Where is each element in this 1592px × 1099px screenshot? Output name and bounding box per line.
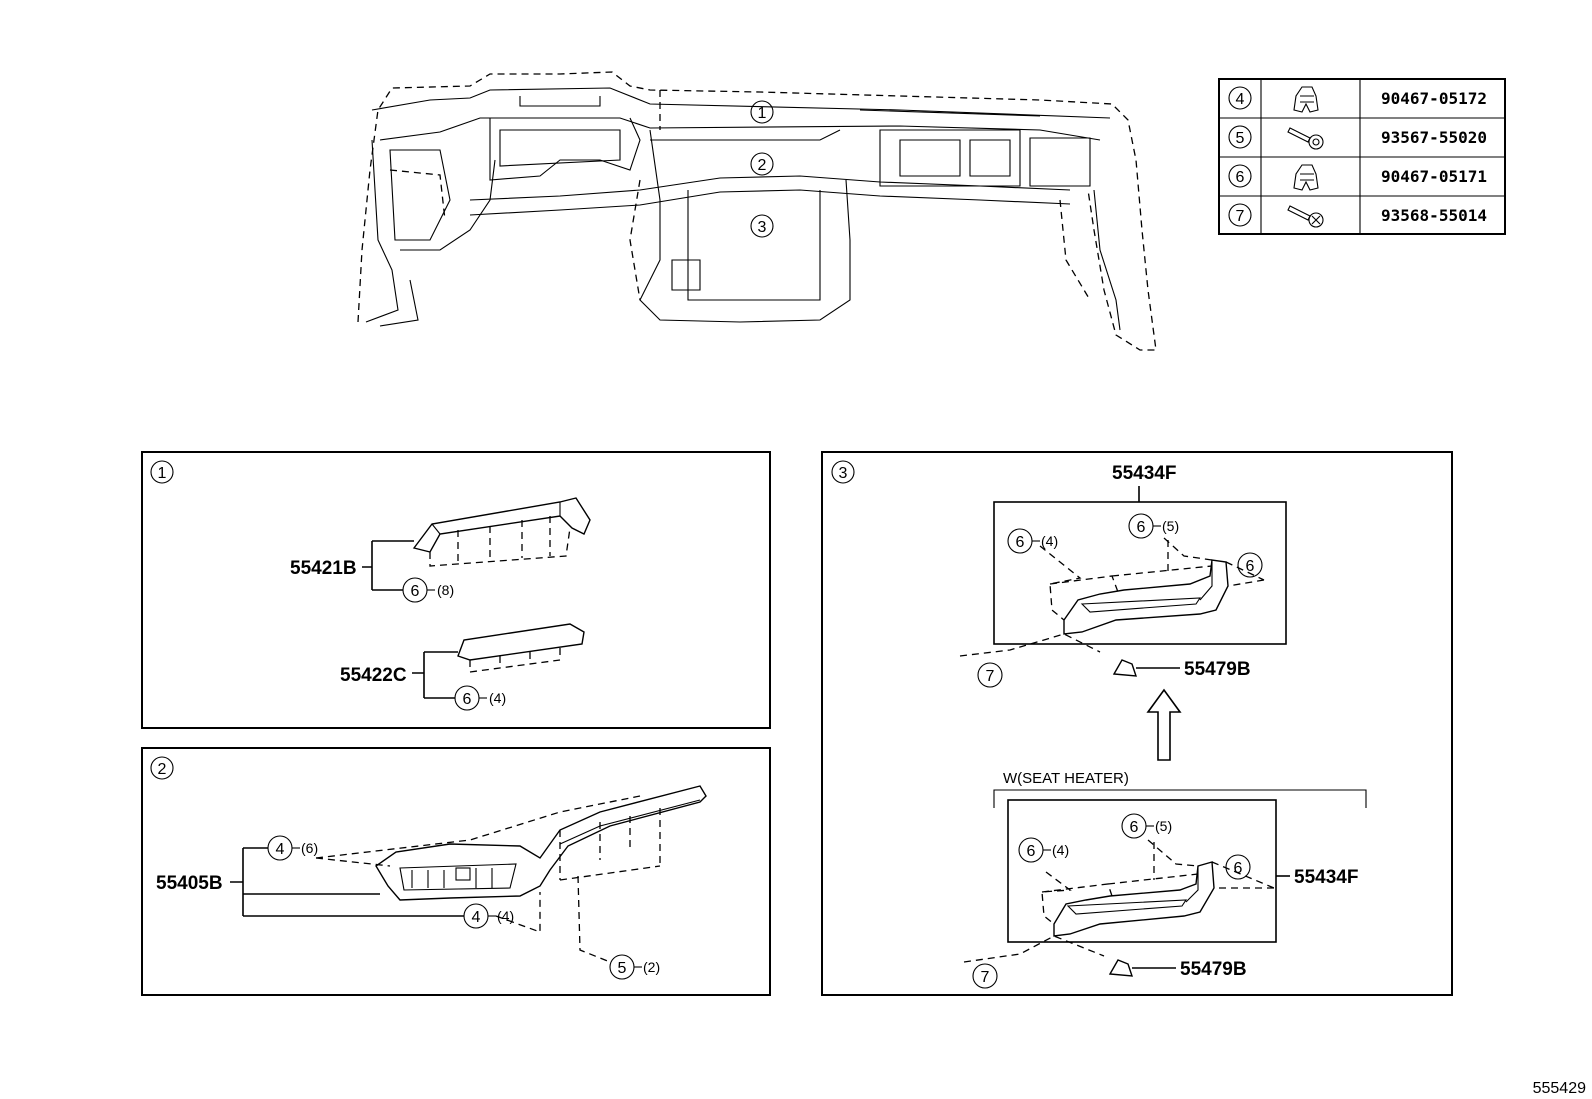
detail-panel-1: 1 [141, 451, 771, 729]
fastener-row-5[interactable]: 5 93567-55020 [1228, 125, 1487, 150]
svg-text:55479B: 55479B [1184, 659, 1251, 680]
svg-text:1: 1 [758, 105, 767, 122]
svg-text:(5): (5) [1155, 818, 1172, 834]
screw-icon [1287, 205, 1324, 228]
svg-text:93568-55014: 93568-55014 [1381, 206, 1487, 225]
clip-icon [1293, 86, 1319, 113]
svg-text:555429: 555429 [1533, 1080, 1586, 1097]
detail-panel-2: 2 [141, 747, 771, 996]
fastener-callout-6-qty4[interactable]: 6 (4) [454, 685, 506, 711]
screw-callout-bottom-7[interactable]: 7 [972, 963, 998, 989]
svg-text:6: 6 [1236, 169, 1245, 186]
cap-55479b-top[interactable]: 55479B [1112, 659, 1251, 680]
svg-text:6: 6 [463, 691, 472, 708]
svg-text:55405B: 55405B [156, 873, 223, 894]
svg-text:3: 3 [758, 219, 767, 236]
svg-text:7: 7 [981, 969, 990, 986]
label-55434f-bottom[interactable]: 55434F [1276, 867, 1358, 888]
svg-text:55422C: 55422C [340, 665, 407, 686]
assembly-box-top [993, 501, 1287, 645]
fastener-callout-6-qty8[interactable]: 6 (8) [402, 577, 454, 603]
fastener-row-7[interactable]: 7 93568-55014 [1228, 203, 1487, 228]
part-55421b-drawing [412, 497, 591, 567]
svg-text:W(SEAT HEATER): W(SEAT HEATER) [1003, 770, 1129, 787]
part-55422c-drawing [457, 623, 585, 673]
svg-text:6: 6 [1027, 843, 1036, 860]
svg-text:6: 6 [1137, 519, 1146, 536]
part-55405b-drawing [315, 785, 707, 963]
svg-text:7: 7 [1236, 208, 1245, 225]
svg-text:55434F: 55434F [1112, 463, 1176, 484]
overview-callout-1[interactable]: 1 [750, 100, 774, 124]
svg-text:90467-05171: 90467-05171 [1381, 167, 1487, 186]
svg-text:6: 6 [1234, 860, 1243, 877]
detail-panel-3: 3 [821, 451, 1453, 996]
cap-icon [1112, 659, 1138, 677]
label-55422c[interactable]: 55422C [340, 665, 407, 686]
label-55405b[interactable]: 55405B [156, 873, 223, 894]
svg-text:4: 4 [472, 909, 481, 926]
svg-text:(8): (8) [437, 582, 454, 598]
fastener-callout-top-6-qty5[interactable]: 6 (5) [1128, 513, 1179, 539]
svg-text:6: 6 [1246, 558, 1255, 575]
svg-text:(2): (2) [643, 959, 660, 975]
assembly-box-bottom [1007, 799, 1277, 943]
diagram-id: 555429 [1533, 1080, 1586, 1097]
dashboard-overview [357, 71, 1157, 351]
fastener-callout-bottom-6-qty4[interactable]: 6 (4) [1018, 837, 1069, 863]
part-55434f-bottom-drawing [963, 839, 1275, 963]
fastener-table [1218, 78, 1506, 235]
svg-text:6: 6 [1130, 819, 1139, 836]
svg-text:3: 3 [839, 465, 848, 482]
part-55434f-top-drawing [959, 537, 1265, 657]
svg-text:(4): (4) [497, 908, 514, 924]
svg-text:55421B: 55421B [290, 558, 357, 579]
svg-text:55434F: 55434F [1294, 867, 1358, 888]
fastener-callout-top-6-qty4[interactable]: 6 (4) [1007, 528, 1058, 554]
overview-callout-2[interactable]: 2 [750, 152, 774, 176]
svg-text:2: 2 [758, 157, 767, 174]
fastener-row-4[interactable]: 4 90467-05172 [1228, 86, 1487, 113]
svg-text:5: 5 [618, 960, 627, 977]
svg-text:5: 5 [1236, 130, 1245, 147]
svg-text:(4): (4) [489, 690, 506, 706]
screw-callout-top-7[interactable]: 7 [977, 662, 1003, 688]
fastener-callout-5-qty2[interactable]: 5 (2) [609, 954, 660, 980]
svg-text:90467-05172: 90467-05172 [1381, 89, 1487, 108]
svg-text:55479B: 55479B [1180, 959, 1247, 980]
svg-text:7: 7 [986, 668, 995, 685]
label-55421b[interactable]: 55421B [290, 558, 357, 579]
clip-icon [1293, 164, 1319, 191]
up-arrow-icon [1146, 688, 1182, 761]
label-55434f-top[interactable]: 55434F [1112, 463, 1176, 484]
fastener-callout-bottom-6[interactable]: 6 [1225, 854, 1251, 880]
svg-text:(6): (6) [301, 840, 318, 856]
svg-text:6: 6 [411, 583, 420, 600]
svg-text:2: 2 [158, 761, 167, 778]
fastener-callout-top-6[interactable]: 6 [1237, 552, 1263, 578]
svg-text:6: 6 [1016, 534, 1025, 551]
fastener-callout-bottom-6-qty5[interactable]: 6 (5) [1121, 813, 1172, 839]
screw-icon [1287, 127, 1324, 150]
fastener-row-6[interactable]: 6 90467-05171 [1228, 164, 1487, 191]
fastener-callout-4-qty4[interactable]: 4 (4) [463, 903, 514, 929]
svg-text:93567-55020: 93567-55020 [1381, 128, 1487, 147]
svg-text:4: 4 [276, 841, 285, 858]
svg-text:1: 1 [158, 465, 167, 482]
svg-text:4: 4 [1236, 91, 1245, 108]
cap-55479b-bottom[interactable]: 55479B [1108, 959, 1247, 980]
cap-icon [1108, 959, 1134, 977]
svg-text:(4): (4) [1041, 533, 1058, 549]
fastener-callout-4-qty6[interactable]: 4 (6) [267, 835, 318, 861]
svg-text:(5): (5) [1162, 518, 1179, 534]
svg-text:(4): (4) [1052, 842, 1069, 858]
overview-callout-3[interactable]: 3 [750, 214, 774, 238]
variant-label-seat-heater: W(SEAT HEATER) [993, 770, 1367, 808]
